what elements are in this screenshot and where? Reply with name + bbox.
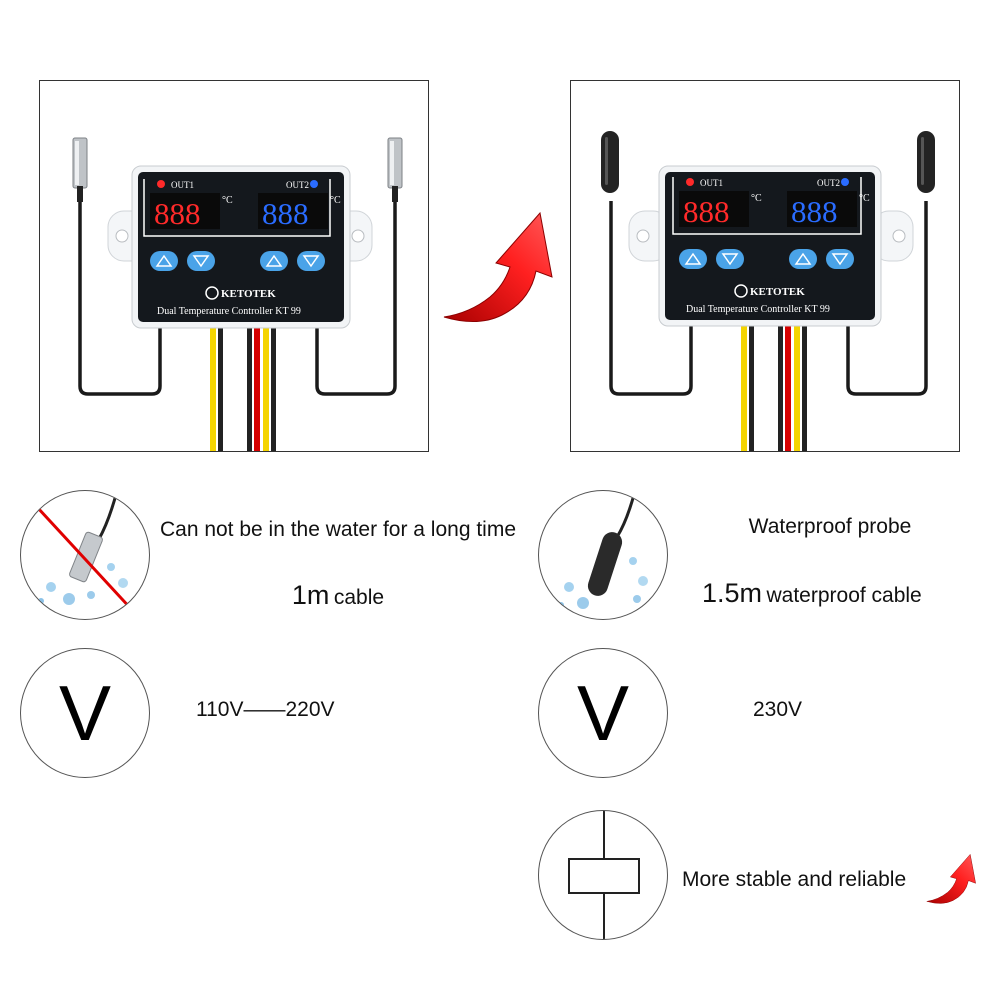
down-button-1 (716, 249, 744, 269)
waterproof-probe-icon (538, 490, 668, 620)
unit-2: °C (859, 193, 870, 204)
small-red-up-arrow-icon (926, 853, 976, 904)
out1-label: OUT1 (700, 178, 723, 188)
left-voltage-text: 110V——220V (196, 698, 335, 721)
up-button-2 (260, 251, 288, 271)
right-cable-length: 1.5m (702, 578, 763, 608)
left-cable-text: cable (333, 586, 385, 609)
right-probe-text: Waterproof probe (748, 515, 912, 538)
relay-text: More stable and reliable (682, 868, 907, 891)
display-2: 888 (262, 196, 309, 231)
out2-label: OUT2 (286, 180, 309, 190)
ketotek-logo-icon (734, 284, 748, 298)
left-probe-text: Can not be in the water for a long time (159, 518, 517, 541)
unit-1: °C (222, 195, 233, 206)
steel-probe-icon (72, 137, 88, 202)
up-button-2 (789, 249, 817, 269)
right-cable-text: waterproof cable (766, 584, 922, 607)
out1-label: OUT1 (171, 180, 194, 190)
left-product-image: OUT1 OUT2 888 888 °C °C KETOTEK Dual Tem… (39, 80, 429, 452)
down-button-2 (297, 251, 325, 271)
down-button-1 (187, 251, 215, 271)
model-text: Dual Temperature Controller KT 99 (157, 306, 301, 317)
voltage-icon: V (538, 648, 668, 778)
voltage-icon: V (20, 648, 150, 778)
up-button-1 (150, 251, 178, 271)
right-voltage-text: 230V (753, 698, 803, 721)
unit-1: °C (751, 193, 762, 204)
down-button-2 (826, 249, 854, 269)
relay-symbol-icon (538, 810, 668, 940)
non-waterproof-probe-icon (20, 490, 150, 620)
right-product-image: OUT1 OUT2 888 888 °C °C KETOTEK Dual Tem… (570, 80, 960, 452)
model-text: Dual Temperature Controller KT 99 (686, 304, 830, 315)
red-up-arrow-icon (443, 211, 553, 322)
waterproof-probe-icon (601, 131, 619, 193)
brand-name: KETOTEK (221, 288, 276, 300)
left-cable-info: 1m cable (158, 580, 518, 611)
out2-label: OUT2 (817, 178, 840, 188)
left-cable-length: 1m (291, 580, 330, 610)
cross-line-icon (35, 505, 135, 613)
display-2: 888 (791, 194, 838, 229)
ketotek-logo-icon (205, 286, 219, 300)
unit-2: °C (330, 195, 341, 206)
right-controller-illustration: OUT1 OUT2 888 888 °C °C KETOTEK Dual Tem… (601, 131, 935, 451)
display-1: 888 (154, 196, 201, 231)
up-button-1 (679, 249, 707, 269)
display-1: 888 (683, 194, 730, 229)
left-controller-illustration: OUT1 OUT2 888 888 °C °C KETOTEK Dual Tem… (72, 137, 403, 451)
right-cable-info: 1.5m waterproof cable (702, 578, 982, 609)
voltage-symbol: V (58, 668, 112, 757)
voltage-symbol: V (576, 668, 630, 757)
brand-name: KETOTEK (750, 286, 805, 298)
